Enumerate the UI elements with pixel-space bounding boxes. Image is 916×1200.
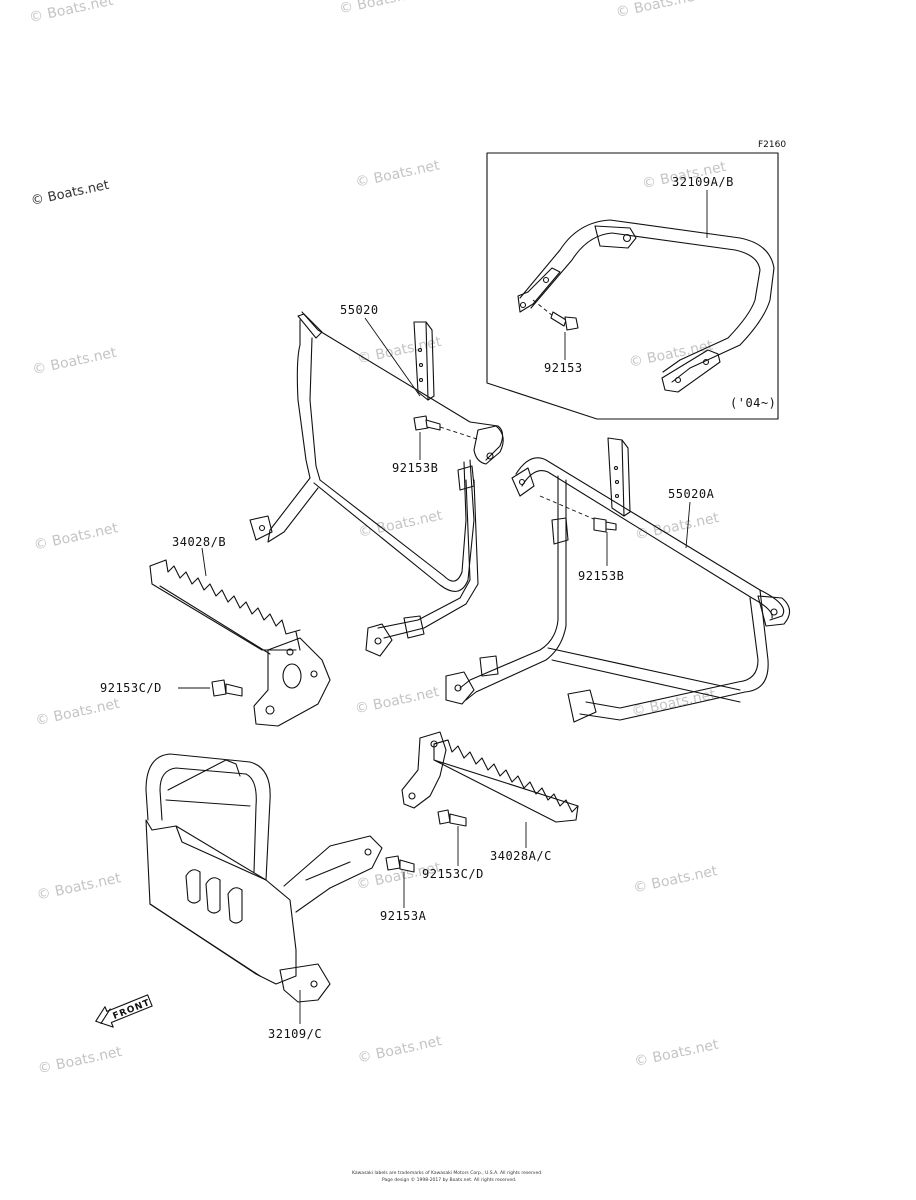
watermark: © Boats.net (338, 0, 425, 17)
label-55020: 55020 (340, 303, 379, 317)
watermark-prominent: © Boats.net (30, 178, 111, 209)
watermark: © Boats.net (632, 863, 719, 897)
front-arrow-icon: FRONT (95, 994, 153, 1028)
label-92153b-right: 92153B (578, 569, 624, 583)
watermark: © Boats.net (37, 1044, 124, 1078)
inset-box: 32109A/B 92153 ('04~) (486, 152, 779, 420)
label-92153b-left: 92153B (392, 461, 438, 475)
watermark: © Boats.net (356, 1033, 443, 1067)
watermark: © Boats.net (354, 157, 441, 191)
watermark: © Boats.net (357, 507, 444, 541)
part-55020-frame: 55020 92153B (249, 303, 504, 657)
part-32109c-guard: 32109/C (145, 753, 383, 1041)
watermark: © Boats.net (33, 520, 120, 554)
watermark: © Boats.net (31, 345, 118, 379)
watermark: © Boats.net (34, 696, 121, 730)
inset-note: ('04~) (730, 396, 776, 410)
watermark: © Boats.net (35, 870, 122, 904)
label-92153a: 92153A (380, 909, 427, 923)
label-34028b: 34028/B (172, 535, 226, 549)
part-55020a-frame: 55020A 92153B (445, 437, 791, 723)
part-92153a-bolt: 92153A (380, 855, 427, 923)
part-34028b-footpeg: 34028/B 92153C/D (100, 535, 331, 727)
label-32109ab: 32109A/B (672, 175, 734, 189)
watermark: © Boats.net (633, 1037, 720, 1071)
part-34028ac-footpeg: 34028A/C 92153C/D (401, 731, 579, 881)
label-92153: 92153 (544, 361, 583, 375)
copyright-line-1: Kawasaki labels are trademarks of Kawasa… (352, 1170, 543, 1176)
label-34028ac: 34028A/C (490, 849, 552, 863)
copyright-line-2: Page design © 1998-2017 by Boats.net. Al… (382, 1176, 516, 1183)
watermark: © Boats.net (634, 510, 721, 544)
label-92153cd-left: 92153C/D (100, 681, 162, 695)
watermark: © Boats.net (356, 334, 443, 368)
label-55020a: 55020A (668, 487, 715, 501)
watermark: © Boats.net (28, 0, 115, 26)
watermark: © Boats.net (354, 684, 441, 718)
label-92153cd-mid: 92153C/D (422, 867, 484, 881)
figure-code: F2160 (758, 140, 786, 150)
watermark: © Boats.net (615, 0, 702, 21)
label-32109c: 32109/C (268, 1027, 322, 1041)
